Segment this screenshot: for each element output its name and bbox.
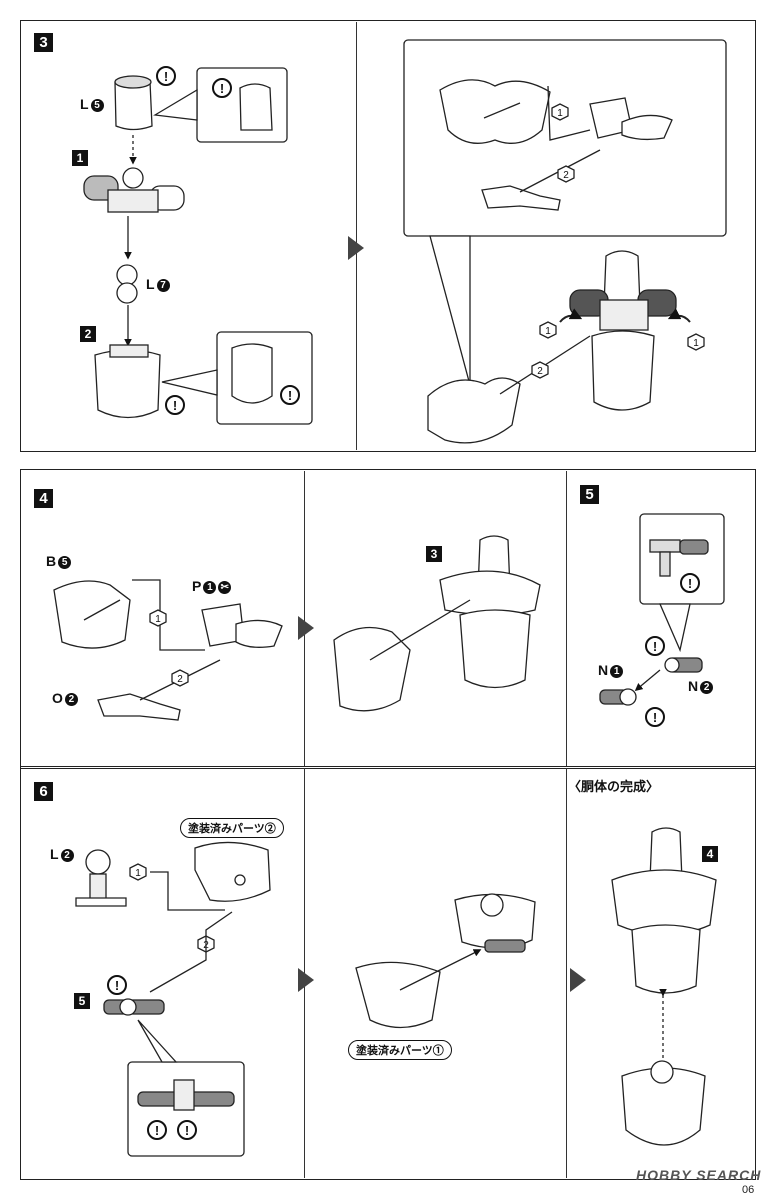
svg-text:1: 1 [557, 108, 563, 119]
warning-icon: ! [147, 1120, 167, 1140]
svg-text:!: ! [220, 81, 224, 96]
painted-part-1 [355, 961, 441, 1029]
step-6-number: 6 [34, 782, 53, 801]
svg-text:!: ! [653, 710, 657, 725]
svg-text:!: ! [288, 388, 292, 403]
divider-mid-1 [304, 471, 305, 766]
peg-part-n2 [664, 657, 703, 673]
subassembly-1-number: 1 [72, 150, 88, 166]
order-marker-2: 2 [557, 165, 575, 183]
subassembly-3-number: 3 [426, 546, 442, 562]
middle-frame [20, 469, 756, 769]
painted-parts-2-label: 塗装済みパーツ② [180, 818, 284, 838]
collar-part-o1 [481, 185, 561, 211]
warning-icon: ! [280, 385, 300, 405]
svg-text:!: ! [653, 639, 657, 654]
painted-parts-1-label: 塗装済みパーツ① [348, 1040, 452, 1060]
ball-joint-l7 [116, 264, 138, 304]
flow-arrow-icon [298, 616, 314, 640]
svg-text:1: 1 [135, 868, 141, 879]
subassembly-2-number: 2 [80, 326, 96, 342]
hip-assembly [454, 893, 536, 953]
collar-part-o2 [97, 693, 181, 721]
chest-armor-b6 [439, 79, 551, 144]
svg-text:!: ! [155, 1123, 159, 1138]
svg-text:!: ! [164, 69, 168, 84]
divider-bot-2 [566, 768, 567, 1178]
chest-armor-assembled [333, 626, 411, 712]
chest-armor-b5 [53, 580, 131, 649]
assembled-torso-step3 [569, 250, 677, 411]
bottom-frame [20, 766, 756, 1180]
assembled-torso-step4 [439, 535, 541, 689]
order-marker-2: 2 [531, 361, 549, 379]
svg-text:2: 2 [563, 170, 569, 181]
peg-part-5 [103, 998, 165, 1016]
hip-assembly-complete [621, 1060, 706, 1146]
warning-icon: ! [212, 78, 232, 98]
step-4-number: 4 [34, 489, 53, 508]
svg-text:!: ! [115, 978, 119, 993]
warning-icon: ! [177, 1120, 197, 1140]
callout-box-peg [639, 513, 725, 605]
completed-torso [611, 827, 717, 994]
step-3-number: 3 [34, 33, 53, 52]
flow-arrow-icon [570, 968, 586, 992]
detail-panel [403, 39, 727, 237]
divider-top [356, 22, 357, 450]
svg-text:!: ! [173, 398, 177, 413]
page-number: 06 [742, 1184, 755, 1196]
warning-icon: ! [645, 707, 665, 727]
painted-part-2 [194, 841, 271, 902]
warning-icon: ! [645, 636, 665, 656]
svg-text:2: 2 [537, 366, 543, 377]
step-5-number: 5 [580, 485, 599, 504]
flow-arrow-icon [298, 968, 314, 992]
subassembly-5-number: 5 [74, 993, 90, 1009]
chest-armor-assembled [427, 377, 521, 444]
neck-part-l5 [114, 75, 153, 131]
subassembly-4-number: 4 [702, 846, 718, 862]
svg-text:!: ! [185, 1123, 189, 1138]
order-marker-2: 2 [171, 669, 189, 687]
top-frame [20, 20, 756, 452]
flow-arrow-icon [348, 236, 364, 260]
torso-block-part [94, 344, 161, 419]
order-marker-1: 1 [687, 333, 705, 351]
svg-text:!: ! [688, 576, 692, 591]
hip-joint-l2 [75, 849, 127, 907]
divider-mid-2 [566, 471, 567, 766]
warning-icon: ! [165, 395, 185, 415]
order-marker-1: 1 [129, 863, 147, 881]
hobby-search-watermark: HOBBY SEARCH [636, 1167, 762, 1183]
order-marker-1: 1 [551, 103, 569, 121]
torso-complete-title: 〈胴体の完成〉 [568, 779, 660, 794]
warning-icon: ! [107, 975, 127, 995]
svg-text:2: 2 [177, 674, 183, 685]
svg-text:1: 1 [545, 326, 551, 337]
svg-text:1: 1 [693, 338, 699, 349]
warning-icon: ! [156, 66, 176, 86]
shoulder-frame-part [83, 167, 185, 213]
svg-text:1: 1 [155, 614, 161, 625]
peg-part-n1 [599, 688, 637, 706]
order-marker-1: 1 [539, 321, 557, 339]
order-marker-1: 1 [149, 609, 167, 627]
warning-icon: ! [680, 573, 700, 593]
